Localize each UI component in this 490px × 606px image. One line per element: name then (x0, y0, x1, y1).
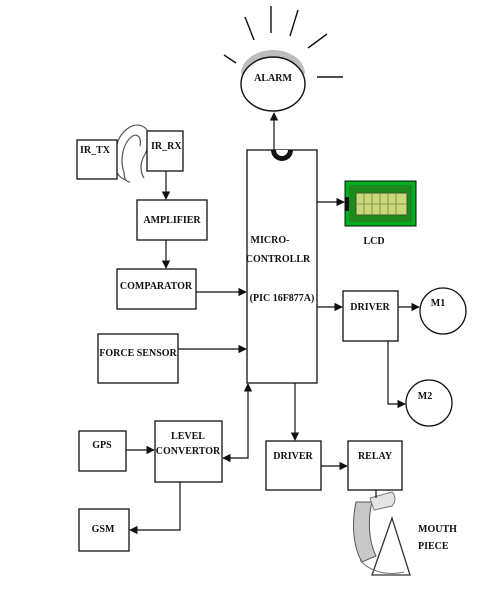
amplifier-label: AMPLIFIER (143, 215, 201, 226)
relay-label: RELAY (358, 451, 393, 462)
gps-block: GPS (78, 430, 127, 472)
gps-label: GPS (92, 440, 112, 451)
level-convertor-label-line2: CONVERTOR (156, 446, 221, 457)
alarm-bell-icon (240, 56, 306, 112)
motor-m1: M1 (419, 287, 467, 335)
force-sensor-block: FORCE SENSOR (97, 333, 179, 384)
connections (126, 112, 420, 535)
driver-relay-block: DRIVER (265, 440, 322, 491)
ir-rx-block: IR_RX (146, 130, 184, 172)
comparator-block: COMPARATOR (116, 268, 197, 310)
driver-relay-label: DRIVER (273, 451, 313, 462)
lcd-module-icon (344, 180, 417, 227)
motor-icon (405, 379, 453, 427)
wire-levelconvertor-gsm (129, 482, 181, 535)
motor-m2-label: M2 (418, 391, 432, 402)
wire-driver-m2 (387, 341, 406, 409)
motor-m2: M2 (405, 379, 453, 427)
level-convertor-block: LEVEL CONVERTOR (154, 420, 223, 483)
alarm-rays (223, 6, 343, 78)
lcd-label: LCD (363, 236, 384, 247)
alarm-label: ALARM (254, 73, 292, 84)
relay-block: RELAY (347, 440, 403, 491)
wire-levelconvertor-mcu (222, 383, 253, 463)
force-sensor-label: FORCE SENSOR (99, 348, 177, 359)
mouth-piece-label-line1: MOUTH (418, 524, 457, 535)
alarm-block: ALARM (223, 6, 343, 112)
level-convertor-label-line1: LEVEL (171, 431, 205, 442)
microcontroller-label-line3: (PIC 16F877A) (250, 293, 315, 304)
motor-icon (419, 287, 467, 335)
ir-rx-label: IR_RX (151, 141, 182, 152)
alarm-glow (241, 50, 305, 74)
gsm-block: GSM (78, 508, 130, 552)
ir-tx-block: IR_TX (76, 139, 118, 180)
ir-tx-label: IR_TX (80, 145, 111, 156)
amplifier-block: AMPLIFIER (136, 199, 208, 241)
driver-motor-label: DRIVER (350, 302, 390, 313)
ear-icon (113, 124, 150, 183)
motor-m1-label: M1 (431, 298, 445, 309)
mouth-piece-label-line2: PIECE (418, 541, 449, 552)
microcontroller-label-line1: MICRO- (251, 235, 290, 246)
mouth-piece-icon (353, 491, 411, 576)
microcontroller-block: MICRO- CONTROLLR (PIC 16F877A) (246, 149, 318, 384)
microcontroller-label-line2: CONTROLLR (246, 254, 311, 265)
gsm-label: GSM (92, 524, 115, 535)
driver-motor-block: DRIVER (342, 290, 399, 342)
comparator-label: COMPARATOR (120, 281, 193, 292)
